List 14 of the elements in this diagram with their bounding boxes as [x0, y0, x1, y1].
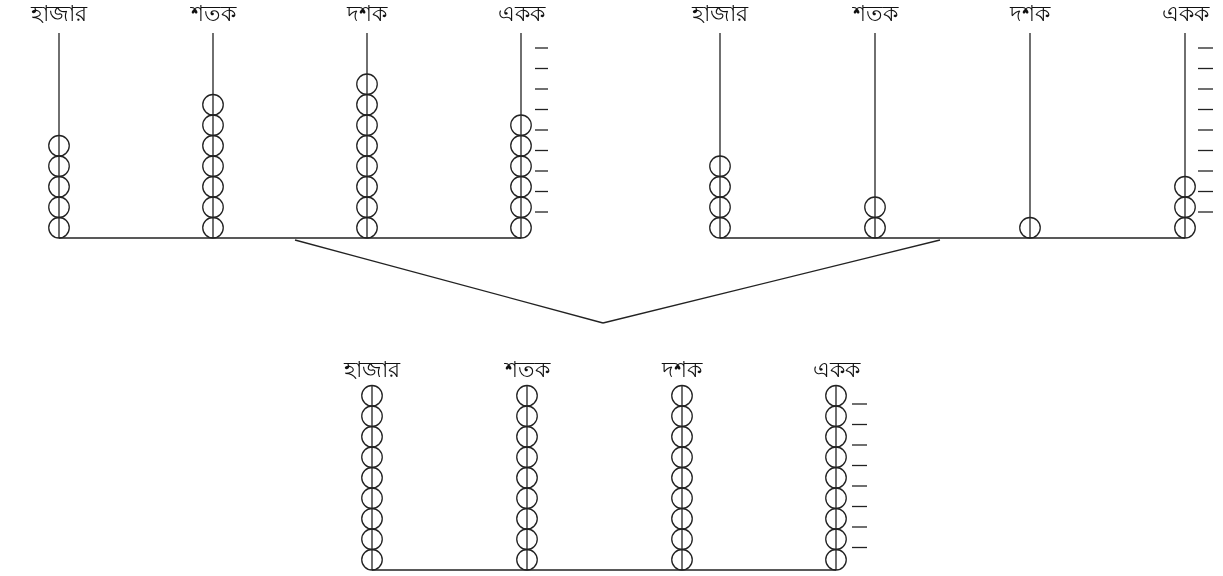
column-label: শতক [852, 0, 898, 28]
column-label: হাজার [344, 356, 400, 384]
column-label: দশক [347, 0, 387, 28]
column-label: একক [1161, 0, 1209, 28]
connector-line [602, 239, 941, 324]
column-label: শতক [504, 356, 550, 384]
column-label: দশক [1010, 0, 1050, 28]
column-label: একক [812, 356, 860, 384]
column-label: একক [497, 0, 545, 28]
column-label: হাজার [31, 0, 87, 28]
connector-line [294, 239, 604, 324]
column-label: হাজার [692, 0, 748, 28]
column-label: দশক [662, 356, 702, 384]
column-label: শতক [190, 0, 236, 28]
